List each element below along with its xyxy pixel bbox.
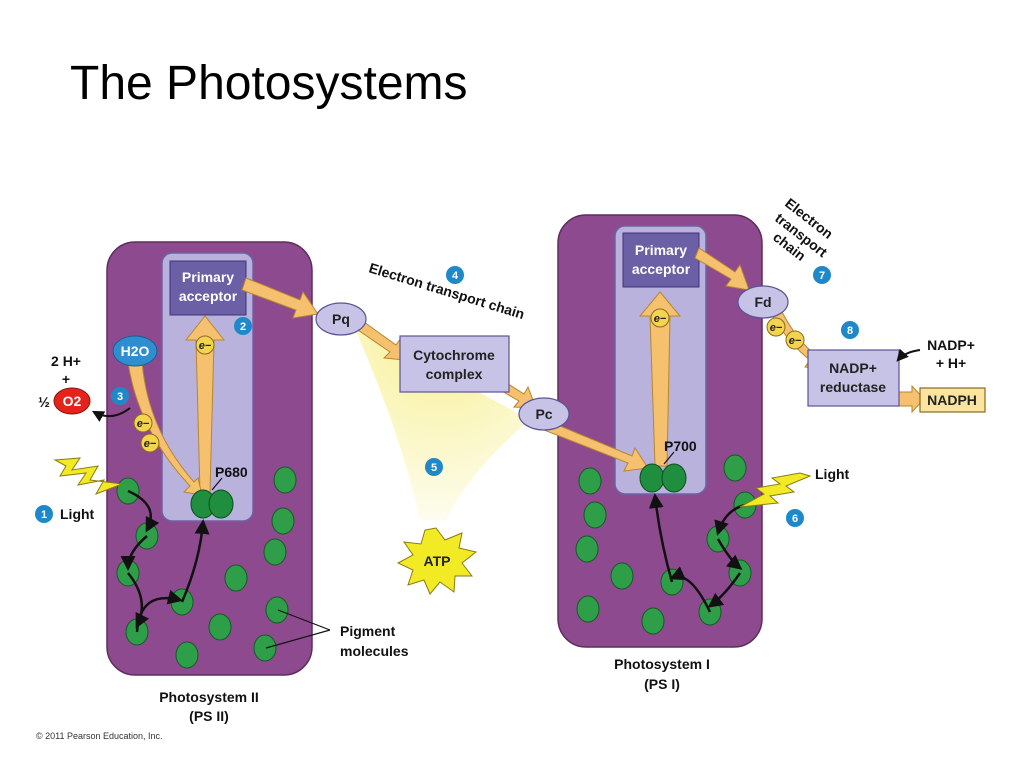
protons-label: 2 H+ — [51, 353, 81, 369]
step-1: 1 — [41, 509, 47, 521]
nadph-box — [919, 387, 986, 413]
water-molecule — [112, 335, 158, 367]
half-label: ½ — [38, 394, 50, 410]
pc-carrier — [518, 397, 570, 431]
light-label-ps1: Light — [815, 466, 850, 482]
p700-label: P700 — [664, 438, 697, 454]
fd-carrier — [737, 285, 789, 319]
electron-label: e− — [137, 418, 150, 430]
ps1-acceptor-line2: acceptor — [632, 261, 691, 277]
nadp-reductase — [807, 349, 900, 407]
ps2-name: Photosystem II — [159, 689, 259, 705]
p680-label: P680 — [215, 464, 248, 480]
step-6: 6 — [792, 513, 798, 525]
oxygen-molecule — [53, 387, 91, 415]
ps2-primary-acceptor — [169, 260, 247, 316]
p680-reaction-center — [190, 477, 234, 519]
reductase-line2: reductase — [820, 379, 886, 395]
pigment-label-line1: Pigment — [340, 623, 396, 639]
cytochrome-line2: complex — [426, 366, 483, 382]
nadph-label: NADPH — [927, 392, 977, 408]
p700-reaction-center — [639, 451, 687, 493]
ps1-acceptor-line1: Primary — [635, 242, 687, 258]
atp-energy-cone — [352, 322, 530, 520]
step-8: 8 — [847, 325, 853, 337]
ps1-abbrev: (PS I) — [644, 676, 680, 692]
copyright: © 2011 Pearson Education, Inc. — [36, 731, 163, 741]
pq-carrier — [315, 302, 367, 336]
step-5: 5 — [431, 462, 437, 474]
slide-title: The Photosystems — [70, 57, 468, 110]
energy-transfer-arrows — [120, 489, 746, 633]
oxygen-label: O2 — [63, 393, 82, 409]
electron-tokens — [133, 308, 805, 453]
pc-label: Pc — [535, 406, 552, 422]
fd-label: Fd — [754, 294, 771, 310]
electron-label: e− — [654, 313, 667, 325]
ps2-acceptor-line1: Primary — [182, 269, 234, 285]
step-7: 7 — [819, 270, 825, 282]
electron-label: e− — [770, 322, 783, 334]
pigment-molecules — [116, 454, 757, 669]
step-4: 4 — [452, 270, 459, 282]
water-split-arrow — [91, 407, 131, 422]
nadp-in-line1: NADP+ — [927, 337, 975, 353]
cytochrome-complex — [399, 335, 510, 393]
pigment-label-line2: molecules — [340, 643, 409, 659]
electron-label: e− — [789, 335, 802, 347]
plus-label: + — [62, 371, 70, 387]
ps1-primary-acceptor — [622, 232, 700, 288]
electron-label: e− — [199, 340, 212, 352]
pq-label: Pq — [332, 311, 350, 327]
pigment-pointer — [265, 609, 331, 649]
light-bolt-ps2 — [53, 457, 123, 495]
electron-label: e− — [144, 438, 157, 450]
light-label-ps2: Light — [60, 506, 95, 522]
light-bolt-ps1 — [739, 472, 812, 508]
etc-label: Electron transport chain — [367, 260, 526, 323]
nadp-in-line2: + H+ — [936, 355, 966, 371]
atp-starburst — [396, 527, 478, 595]
ps2-acceptor-line2: acceptor — [179, 288, 238, 304]
cytochrome-line1: Cytochrome — [413, 347, 495, 363]
nadp-input-arrow — [896, 348, 921, 362]
ps2-abbrev: (PS II) — [189, 708, 229, 724]
atp-label: ATP — [424, 553, 451, 569]
step-3: 3 — [117, 391, 123, 403]
ps1-name: Photosystem I — [614, 656, 710, 672]
step-badges — [35, 266, 859, 527]
reductase-line1: NADP+ — [829, 360, 877, 376]
water-label: H2O — [121, 343, 150, 359]
step-2: 2 — [240, 321, 246, 333]
